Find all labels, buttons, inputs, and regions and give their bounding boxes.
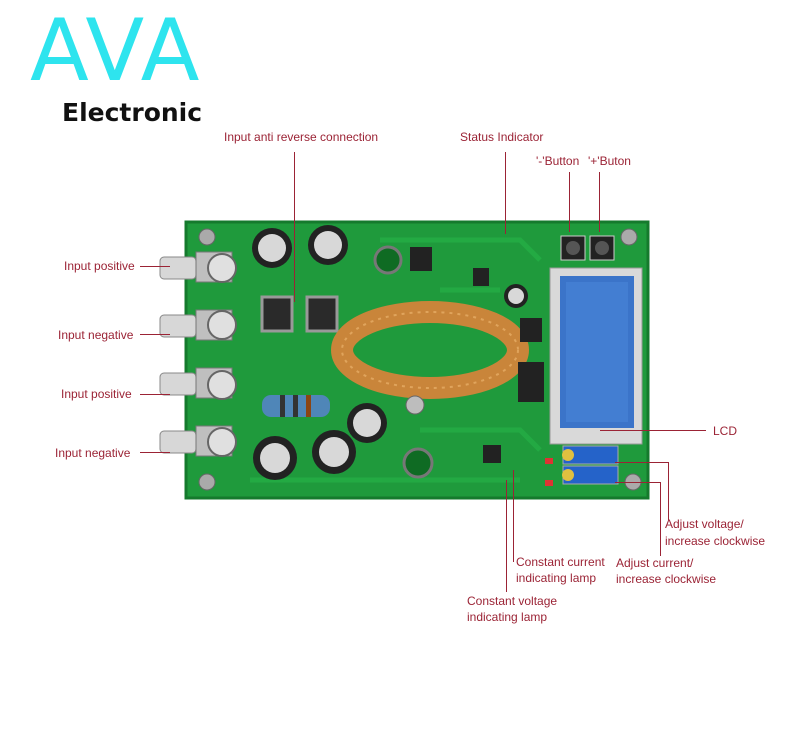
label-constant-current-2: indicating lamp — [516, 571, 597, 585]
label-constant-voltage-1: Constant voltage — [467, 594, 558, 608]
label-adjust-current-1: Adjust current/ — [616, 556, 694, 570]
label-input-anti-reverse: Input anti reverse connection — [224, 130, 379, 144]
label-constant-voltage-2: indicating lamp — [467, 610, 548, 624]
label-lcd: LCD — [713, 424, 738, 438]
label-adjust-voltage-2: increase clockwise — [665, 534, 766, 548]
leader-line-adjust-current — [660, 482, 661, 556]
label-adjust-voltage-1: Adjust voltage/ — [665, 517, 744, 531]
push-buttons — [560, 235, 615, 261]
leader-line-adjust-voltage — [668, 462, 669, 520]
label-status-indicator: Status Indicator — [460, 130, 544, 144]
brand-logo: AVA — [30, 1, 202, 101]
label-minus-button: '-'Button — [536, 154, 580, 168]
leader-line-constant-voltage — [506, 480, 507, 592]
leader-line-input-negative-1 — [140, 334, 170, 335]
leader-line-input-positive-1 — [140, 266, 170, 267]
leader-line-input-negative-2 — [140, 452, 170, 453]
potentiometers — [562, 445, 619, 485]
label-plus-button: '+'Buton — [588, 154, 631, 168]
leader-line-constant-current — [513, 470, 514, 562]
toroid-inductor — [331, 301, 529, 415]
label-input-negative-2: Input negative — [55, 446, 131, 460]
corner-screws — [198, 228, 642, 491]
leader-line-input-positive-2 — [140, 394, 170, 395]
leader-line-status — [505, 152, 506, 234]
label-constant-current-1: Constant current — [516, 555, 605, 569]
leader-line-minus-button — [569, 172, 570, 232]
leader-line-plus-button — [599, 172, 600, 232]
label-input-negative-1: Input negative — [58, 328, 134, 342]
label-input-positive-2: Input positive — [61, 387, 132, 401]
label-adjust-current-2: increase clockwise — [616, 572, 717, 586]
leader-line-adjust-current-top — [615, 482, 661, 483]
input-terminals — [159, 251, 237, 457]
leader-line-adjust-voltage-top — [615, 462, 669, 463]
leader-line-anti-reverse — [294, 152, 295, 302]
label-input-positive-1: Input positive — [64, 259, 135, 273]
lcd-screen — [549, 267, 643, 445]
leader-line-lcd — [600, 430, 706, 431]
capacitors — [252, 225, 528, 480]
brand-subtitle: Electronic — [62, 98, 203, 127]
